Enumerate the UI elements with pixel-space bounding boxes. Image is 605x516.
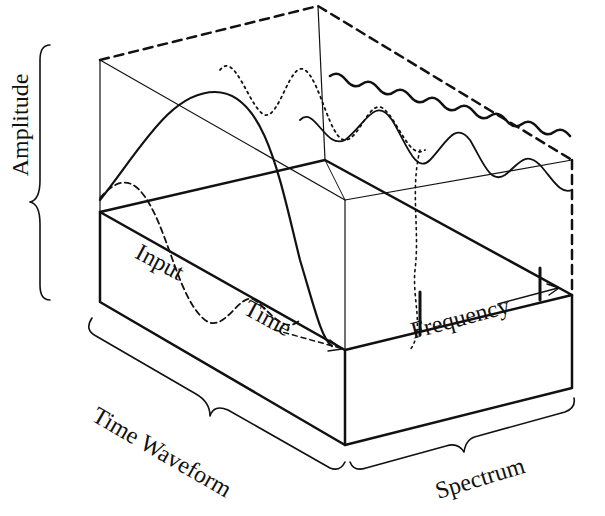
- sine-wave: [100, 92, 332, 346]
- bracket: [30, 45, 50, 300]
- spectral-line: [539, 268, 542, 300]
- bracket: [89, 318, 345, 469]
- arrowhead: [328, 340, 342, 351]
- box-edge: [344, 200, 345, 350]
- box-edge: [99, 60, 100, 212]
- axis-label: Frequency: [408, 293, 512, 342]
- axis-label: Time: [240, 296, 295, 341]
- bracket: [350, 398, 574, 469]
- arrowhead: [547, 284, 559, 295]
- bracket-label: Time Waveform: [88, 403, 235, 502]
- spectrum-envelope: [330, 74, 570, 136]
- box-edge: [100, 60, 572, 200]
- harmonic-wave: [220, 66, 425, 152]
- slab-edge: [344, 350, 347, 445]
- input-wave: [100, 183, 300, 325]
- slab-side: [100, 212, 572, 445]
- box-edge-dashed: [571, 160, 574, 295]
- slab-top: [100, 160, 572, 350]
- box-edge: [318, 6, 325, 160]
- axis-label: Amplitude: [8, 74, 32, 177]
- bracket-label: Spectrum: [433, 453, 528, 503]
- box-top-dashed: [100, 6, 572, 160]
